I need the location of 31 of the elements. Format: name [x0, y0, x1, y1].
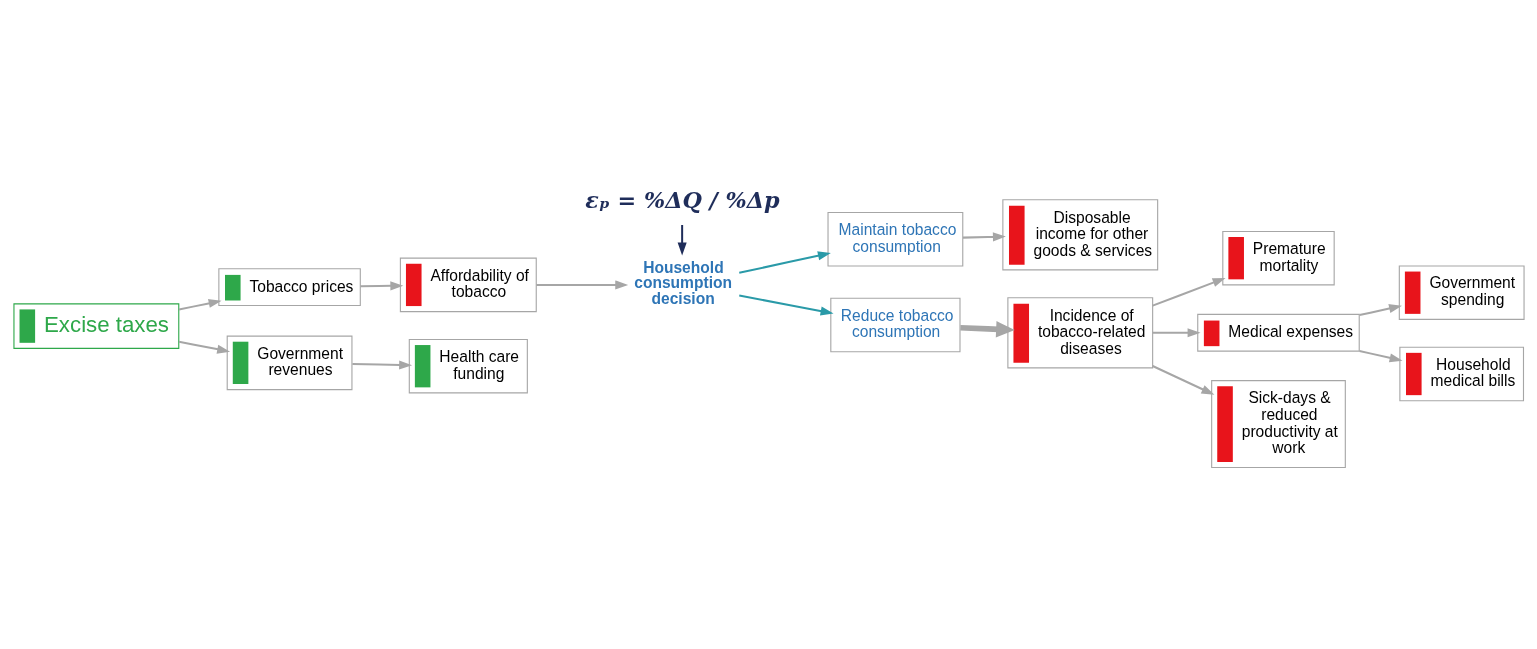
node-box: Medical expenses — [1196, 313, 1360, 352]
node-box: Affordability of tobacco — [399, 257, 537, 312]
arrow — [1151, 277, 1226, 307]
arrow — [1358, 349, 1403, 362]
arrow — [177, 340, 230, 354]
node-box: Maintain tobacco consumption — [826, 211, 963, 267]
arrow — [350, 359, 412, 369]
arrow — [737, 294, 834, 315]
node-box: Sick-days & reduced productivity at work — [1210, 379, 1346, 468]
node-box: Disposable income for other goods & services — [1001, 198, 1158, 270]
arrow — [737, 250, 831, 274]
arrow — [1151, 327, 1201, 337]
node-box: Premature mortality — [1221, 230, 1335, 285]
node-box: Health care funding — [408, 338, 528, 393]
node-text: εₚ = %ΔQ / %Δp — [584, 186, 780, 213]
arrow — [961, 231, 1006, 241]
node-box: Household medical bills — [1398, 346, 1524, 401]
arrow — [1151, 364, 1214, 395]
node-box: Tobacco prices — [217, 267, 361, 306]
arrow — [959, 320, 1015, 337]
node-box: Reduce tobacco consumption — [829, 297, 961, 352]
node-box: Government spending — [1398, 264, 1525, 320]
node-text: Household consumption decision — [633, 258, 732, 307]
arrow — [677, 223, 687, 256]
arrow — [1358, 303, 1402, 316]
node-box: Excise taxes — [12, 302, 179, 349]
node-box: Government revenues — [226, 335, 352, 390]
arrow — [534, 279, 628, 289]
arrow — [177, 298, 222, 310]
node-box: Incidence of tobacco-related diseases — [1006, 296, 1153, 368]
arrow — [358, 280, 403, 290]
